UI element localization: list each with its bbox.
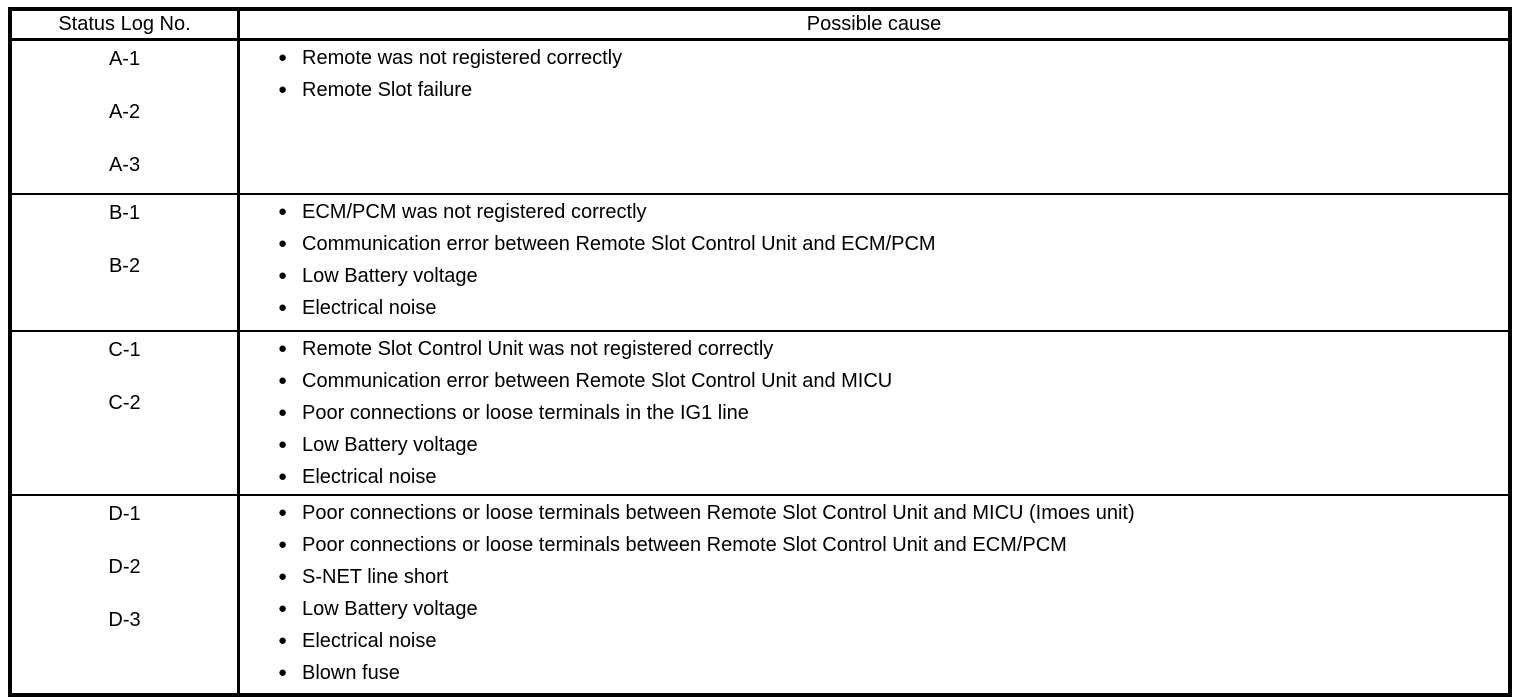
cause-text: Blown fuse (302, 662, 400, 684)
cause-item: ● Remote Slot Control Unit was not regist… (240, 333, 1498, 365)
cause-text: Communication error between Remote Slot … (302, 233, 936, 255)
bullet-icon: ● (278, 372, 288, 389)
possible-cause-cell: ● Remote was not registered correctly ● Rem… (240, 41, 1508, 193)
cause-text: ECM/PCM was not registered correctly (302, 201, 647, 223)
cause-item: ● Low Battery voltage (240, 429, 1498, 461)
status-log-code: A-3 (108, 154, 141, 176)
header-status-log-no: Status Log No. (12, 11, 240, 38)
cause-item: ● Low Battery voltage (240, 593, 1498, 625)
bullet-icon: ● (278, 404, 288, 421)
cause-text: Poor connections or loose terminals in t… (302, 402, 749, 424)
header-possible-cause: Possible cause (806, 13, 942, 35)
bullet-icon: ● (278, 267, 288, 284)
status-log-code: D-1 (108, 503, 141, 525)
cause-item: ● Remote Slot failure (240, 74, 1498, 106)
cause-item: ● Poor connections or loose terminals bet… (240, 497, 1498, 529)
bullet-icon: ● (278, 299, 288, 316)
status-log-code: D-2 (108, 556, 141, 578)
cause-text: Low Battery voltage (302, 265, 478, 287)
cause-item: ● S-NET line short (240, 561, 1498, 593)
cause-item: ● Communication error between Remote Slot… (240, 365, 1498, 397)
cause-item: ● Poor connections or loose terminals in … (240, 397, 1498, 429)
cause-item: ● Poor connections or loose terminals bet… (240, 529, 1498, 561)
cause-text: Remote was not registered correctly (302, 47, 623, 69)
table-header-row: Status Log No. Possible cause (12, 11, 1508, 41)
bullet-icon: ● (278, 568, 288, 585)
bullet-icon: ● (278, 235, 288, 252)
bullet-icon: ● (278, 664, 288, 681)
status-log-code: B-1 (108, 202, 141, 224)
cause-text: Low Battery voltage (302, 434, 478, 456)
cause-text: Remote Slot failure (302, 79, 473, 101)
bullet-icon: ● (278, 203, 288, 220)
bullet-icon: ● (278, 436, 288, 453)
bullet-icon: ● (278, 504, 288, 521)
cause-item: ● Electrical noise (240, 625, 1498, 657)
cause-text: Remote Slot Control Unit was not registe… (302, 338, 774, 360)
possible-cause-cell: ● Remote Slot Control Unit was not regist… (240, 332, 1508, 494)
status-log-code: A-2 (108, 101, 141, 123)
bullet-icon: ● (278, 340, 288, 357)
cause-item: ● Electrical noise (240, 292, 1498, 324)
bullet-icon: ● (278, 49, 288, 66)
status-log-code: A-1 (108, 48, 141, 70)
cause-text: Poor connections or loose terminals betw… (302, 534, 1067, 556)
bullet-icon: ● (278, 468, 288, 485)
bullet-icon: ● (278, 600, 288, 617)
status-log-code: C-2 (108, 392, 141, 414)
status-log-code: D-3 (108, 609, 141, 631)
cause-item: ● Low Battery voltage (240, 260, 1498, 292)
cause-item: ● ECM/PCM was not registered correctly (240, 196, 1498, 228)
cause-text: Poor connections or loose terminals betw… (302, 502, 1135, 524)
cause-text: Electrical noise (302, 630, 437, 652)
bullet-icon: ● (278, 536, 288, 553)
cause-item: ● Communication error between Remote Slot… (240, 228, 1498, 260)
cause-text: Low Battery voltage (302, 598, 478, 620)
cause-text: Electrical noise (302, 297, 437, 319)
bullet-icon: ● (278, 81, 288, 98)
possible-cause-cell: ● Poor connections or loose terminals bet… (240, 496, 1508, 693)
status-log-code: B-2 (108, 255, 141, 277)
cause-item: ● Electrical noise (240, 461, 1498, 493)
cause-item: ● Remote was not registered correctly (240, 42, 1498, 74)
cause-item: ● Blown fuse (240, 657, 1498, 689)
possible-cause-cell: ● ECM/PCM was not registered correctly ● Co… (240, 195, 1508, 330)
cause-text: Electrical noise (302, 466, 437, 488)
status-log-code: C-1 (108, 339, 141, 361)
cause-text: S-NET line short (302, 566, 449, 588)
bullet-icon: ● (278, 632, 288, 649)
cause-text: Communication error between Remote Slot … (302, 370, 893, 392)
